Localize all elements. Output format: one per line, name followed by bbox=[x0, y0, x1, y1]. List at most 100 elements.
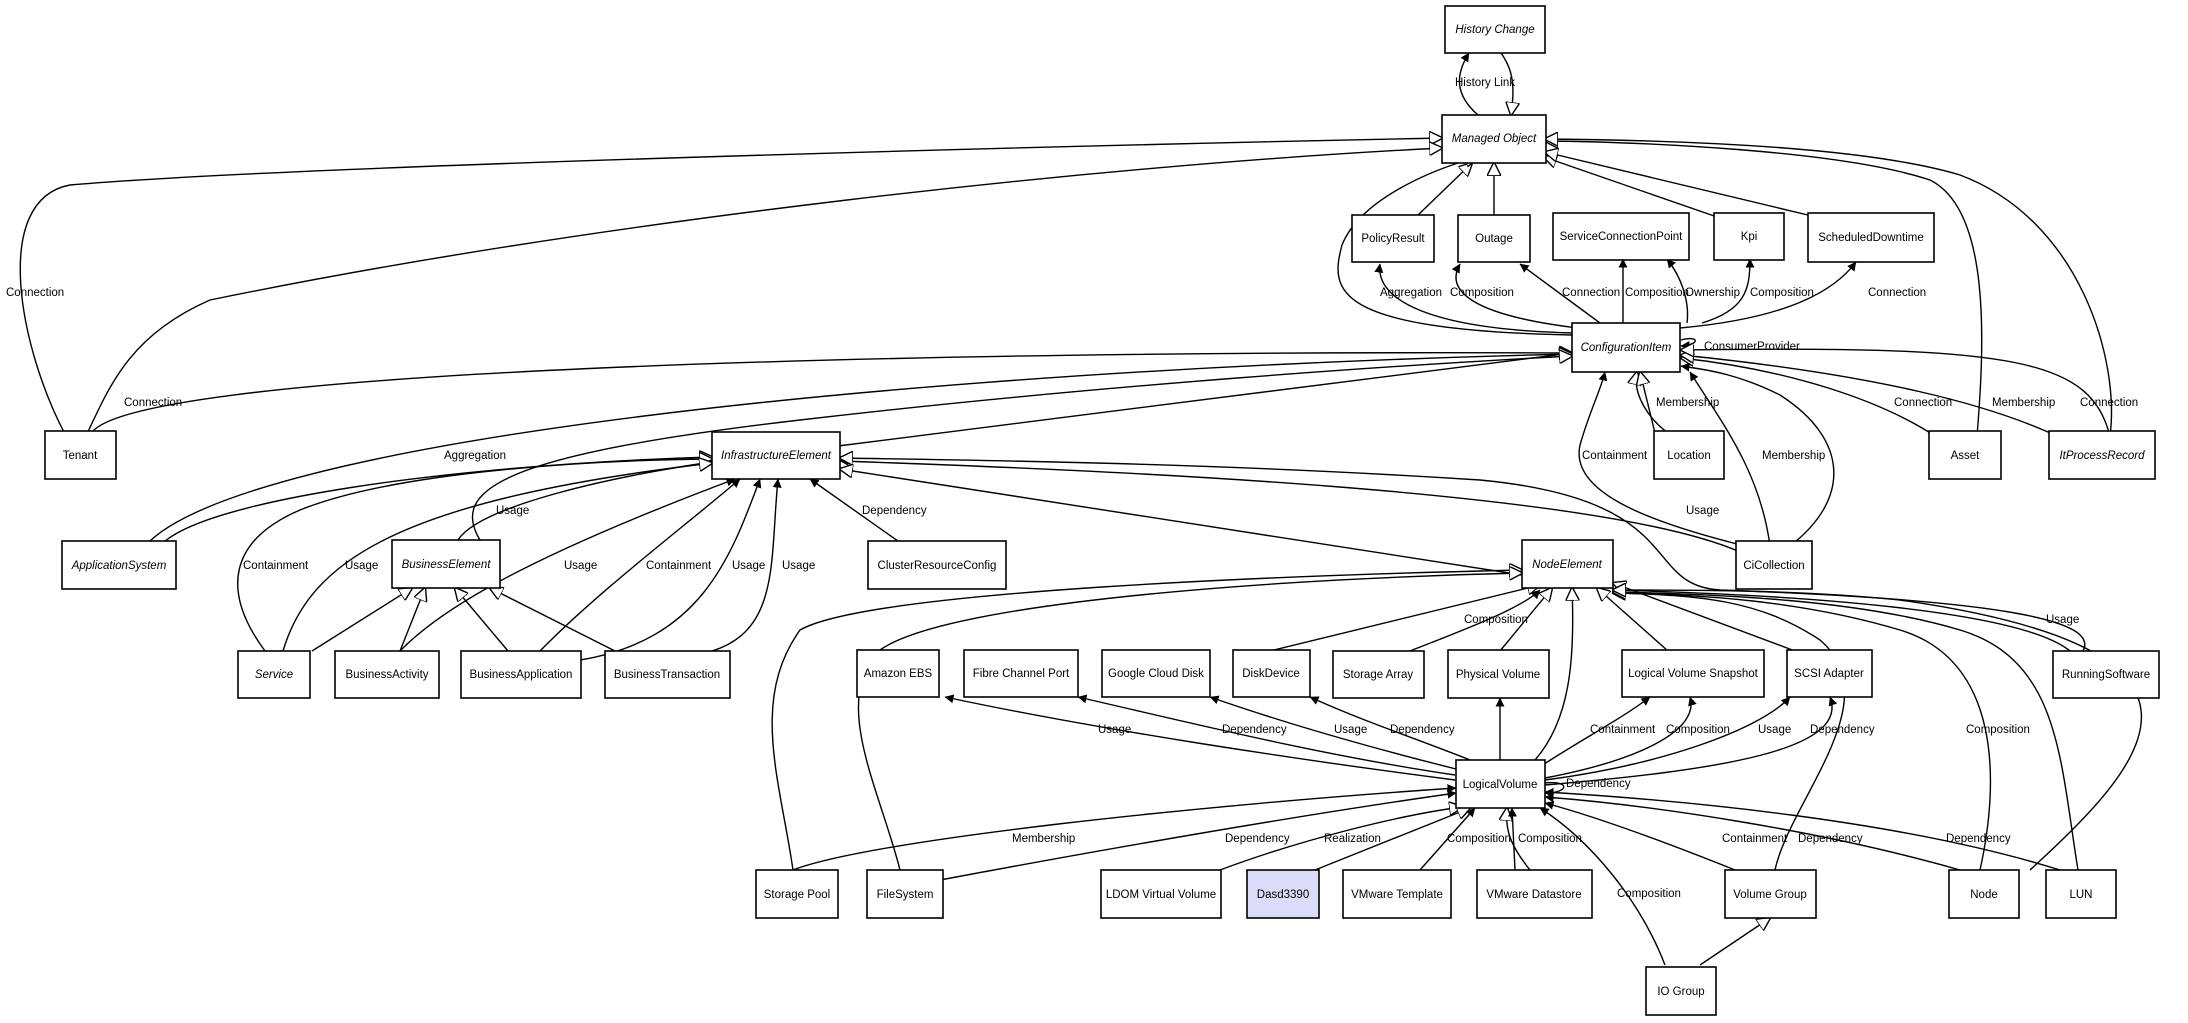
edges bbox=[19, 39, 2142, 966]
node-logical-volume-snapshot[interactable]: Logical Volume Snapshot bbox=[1621, 649, 1765, 698]
svg-text:Amazon EBS: Amazon EBS bbox=[864, 668, 933, 680]
edge-label: Aggregation bbox=[444, 450, 506, 462]
node-physical-volume[interactable]: Physical Volume bbox=[1447, 649, 1550, 699]
edge-label: Composition bbox=[1617, 888, 1681, 900]
edge-label: Dependency bbox=[1798, 833, 1863, 845]
edge-history-link bbox=[1458, 52, 1479, 116]
node-logical-volume[interactable]: LogicalVolume bbox=[1455, 759, 1546, 809]
svg-text:CiCollection: CiCollection bbox=[1743, 560, 1804, 572]
node-lun[interactable]: LUN bbox=[2045, 869, 2117, 919]
node-business-transaction[interactable]: BusinessTransaction bbox=[604, 650, 731, 699]
node-business-element[interactable]: BusinessElement bbox=[391, 539, 501, 589]
node-configuration-item[interactable]: ConfigurationItem bbox=[1571, 322, 1681, 373]
edge-lv-scsi bbox=[1544, 696, 1791, 781]
edge-label: Composition bbox=[1450, 287, 1514, 299]
node-outage[interactable]: Outage bbox=[1457, 214, 1531, 263]
node-managed-object[interactable]: Managed Object bbox=[1441, 114, 1547, 164]
svg-text:Storage Array: Storage Array bbox=[1343, 669, 1414, 681]
edge-label: Realization bbox=[1324, 833, 1381, 845]
edge-biztx-bizel bbox=[490, 588, 616, 652]
node-business-application[interactable]: BusinessApplication bbox=[460, 650, 582, 699]
edge-physvol-nodeel bbox=[1499, 588, 1552, 652]
edge-label: Usage bbox=[1334, 724, 1367, 736]
node-itprocess-record[interactable]: ItProcessRecord bbox=[2048, 430, 2156, 480]
edge-cicoll-ci-membership bbox=[1689, 371, 1771, 547]
edge-label: Dependency bbox=[1566, 778, 1631, 790]
node-amazon-ebs[interactable]: Amazon EBS bbox=[856, 649, 940, 698]
edge-itprocess-ci-2 bbox=[1681, 349, 2111, 437]
edge-bizapp-infra bbox=[539, 478, 741, 652]
svg-text:BusinessActivity: BusinessActivity bbox=[345, 669, 428, 681]
node-storage-pool[interactable]: Storage Pool bbox=[755, 869, 839, 919]
node-vmware-datastore[interactable]: VMware Datastore bbox=[1476, 869, 1593, 919]
svg-text:BusinessTransaction: BusinessTransaction bbox=[614, 669, 720, 681]
node-service-connection-point[interactable]: ServiceConnectionPoint bbox=[1552, 212, 1690, 261]
edge-cluster-infra bbox=[809, 478, 906, 547]
node-fibre-channel-port[interactable]: Fibre Channel Port bbox=[963, 649, 1079, 698]
edge-ci-outage bbox=[1451, 263, 1579, 329]
node-google-cloud-disk[interactable]: Google Cloud Disk bbox=[1101, 649, 1211, 698]
node-volume-group[interactable]: Volume Group bbox=[1724, 869, 1817, 919]
svg-text:RunningSoftware: RunningSoftware bbox=[2062, 669, 2150, 681]
edge-vmtpl-lv bbox=[1419, 807, 1476, 871]
edge-label: Dependency bbox=[1390, 724, 1455, 736]
node-kpi[interactable]: Kpi bbox=[1713, 212, 1785, 261]
node-file-system[interactable]: FileSystem bbox=[866, 869, 944, 919]
node-vmware-template[interactable]: VMware Template bbox=[1342, 869, 1452, 919]
svg-text:LogicalVolume: LogicalVolume bbox=[1463, 779, 1538, 791]
edge-node-lv bbox=[1544, 793, 1961, 871]
edge-bizapp-infra-2 bbox=[579, 478, 762, 661]
node-location[interactable]: Location bbox=[1653, 430, 1725, 480]
node-node-element[interactable]: NodeElement bbox=[1521, 539, 1614, 589]
edge-asset-managedobject bbox=[1545, 141, 1983, 437]
node-node[interactable]: Node bbox=[1948, 869, 2020, 919]
node-disk-device[interactable]: DiskDevice bbox=[1232, 649, 1311, 698]
node-storage-array[interactable]: Storage Array bbox=[1332, 650, 1425, 699]
node-scsi-adapter[interactable]: SCSI Adapter bbox=[1786, 649, 1873, 698]
svg-text:VMware Datastore: VMware Datastore bbox=[1486, 889, 1581, 901]
node-tenant[interactable]: Tenant bbox=[44, 430, 117, 480]
edge-vmds-lv bbox=[1507, 808, 1531, 871]
node-infrastructure-element[interactable]: InfrastructureElement bbox=[711, 431, 841, 480]
edge-label: Dependency bbox=[1225, 833, 1290, 845]
edge-label: Aggregation bbox=[1380, 287, 1442, 299]
edge-cicoll-ci-containment bbox=[1578, 371, 1746, 547]
svg-text:PolicyResult: PolicyResult bbox=[1361, 233, 1425, 245]
node-ldom-virtual-volume[interactable]: LDOM Virtual Volume bbox=[1100, 869, 1222, 919]
svg-text:Physical Volume: Physical Volume bbox=[1456, 669, 1540, 681]
svg-text:ServiceConnectionPoint: ServiceConnectionPoint bbox=[1560, 231, 1684, 243]
node-policy-result[interactable]: PolicyResult bbox=[1351, 214, 1435, 263]
node-io-group[interactable]: IO Group bbox=[1645, 966, 1717, 1016]
edge-itprocess-ci bbox=[1681, 355, 2058, 437]
node-application-system[interactable]: ApplicationSystem bbox=[61, 540, 177, 590]
edge-sched-managedobject bbox=[1545, 152, 1813, 217]
edge-appsys-infra bbox=[159, 457, 712, 547]
edge-ci-managedobject bbox=[1337, 157, 1573, 336]
svg-text:ItProcessRecord: ItProcessRecord bbox=[2059, 450, 2145, 462]
edge-lv-fcport bbox=[1077, 694, 1456, 776]
node-scheduled-downtime[interactable]: ScheduledDowntime bbox=[1807, 212, 1935, 263]
edge-ci-scp-2 bbox=[1666, 258, 1689, 324]
node-ci-collection[interactable]: CiCollection bbox=[1735, 540, 1813, 590]
node-service[interactable]: Service bbox=[237, 650, 311, 699]
node-running-software[interactable]: RunningSoftware bbox=[2052, 650, 2160, 699]
node-asset[interactable]: Asset bbox=[1928, 430, 2002, 480]
edge-ci-outage-2 bbox=[1519, 263, 1601, 324]
svg-text:NodeElement: NodeElement bbox=[1532, 559, 1602, 571]
edge-volgrp-nodeel bbox=[1613, 593, 1846, 871]
edge-label: Usage bbox=[2046, 614, 2079, 626]
node-dasd3390[interactable]: Dasd3390 bbox=[1246, 869, 1320, 919]
node-history-change[interactable]: History Change bbox=[1444, 5, 1546, 54]
edge-label: Composition bbox=[1625, 287, 1689, 299]
edge-label: Usage bbox=[564, 560, 597, 572]
svg-text:InfrastructureElement: InfrastructureElement bbox=[721, 450, 832, 462]
edge-label: Connection bbox=[1562, 287, 1620, 299]
svg-text:Service: Service bbox=[255, 669, 293, 681]
edge-nodeel-infra bbox=[840, 469, 1523, 576]
node-cluster-resource-config[interactable]: ClusterResourceConfig bbox=[867, 540, 1007, 590]
svg-text:ConfigurationItem: ConfigurationItem bbox=[1581, 342, 1672, 354]
edge-label: Containment bbox=[1590, 724, 1656, 736]
edge-label: History Link bbox=[1455, 77, 1515, 89]
edge-label: ConsumerProvider bbox=[1704, 341, 1800, 353]
node-business-activity[interactable]: BusinessActivity bbox=[334, 650, 440, 699]
